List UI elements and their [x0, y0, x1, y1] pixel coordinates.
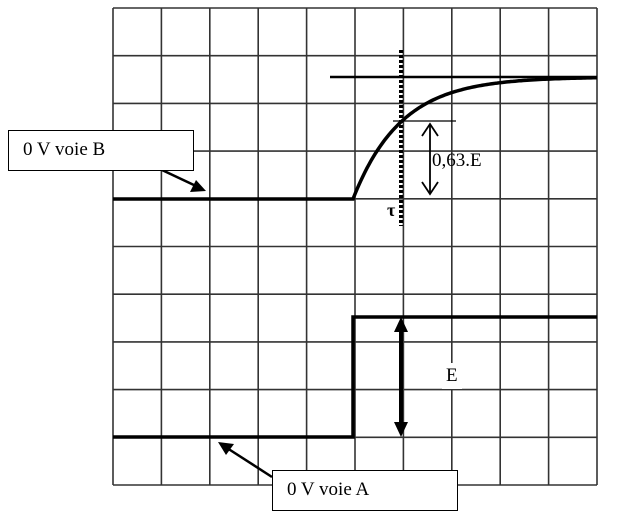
063-double-arrow: [421, 122, 439, 196]
label-e: E: [442, 363, 462, 389]
label-voie-a: 0 V voie A: [272, 470, 458, 511]
pointer-arrow-voie-a: [218, 442, 273, 479]
pointer-arrow-voie-b: [161, 168, 206, 192]
label-063e: 0,63.E: [432, 150, 482, 171]
voie-b-charge-curve: [113, 76, 597, 201]
voie-a-step-signal: [113, 315, 597, 439]
grid: [112, 7, 598, 486]
label-tau: τ: [387, 200, 396, 220]
label-voie-b: 0 V voie B: [8, 130, 194, 171]
e-double-arrow: [394, 317, 408, 437]
